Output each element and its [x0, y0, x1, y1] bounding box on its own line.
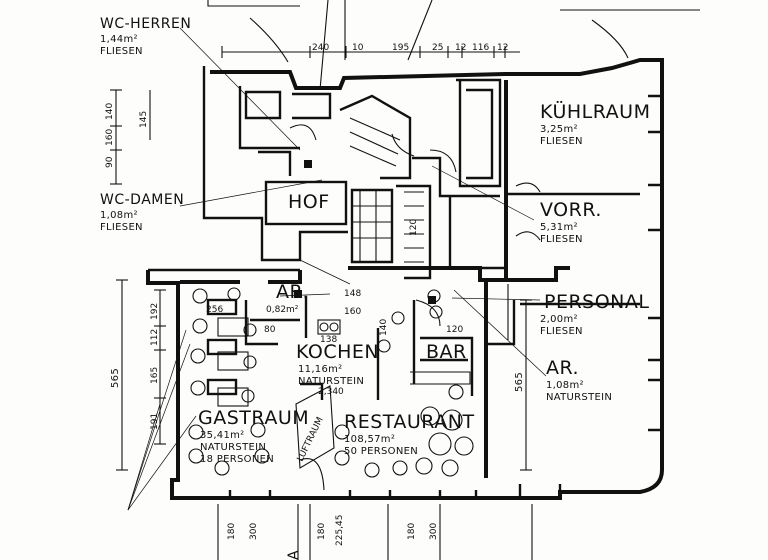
dim-top-1: 10 — [352, 43, 364, 53]
kuehlraum-area: 3,25m² — [540, 124, 578, 135]
dim-top-2: 195 — [392, 43, 409, 53]
gastraum-persons: 18 PERSONEN — [200, 454, 274, 465]
section-mark-a: A — [286, 550, 302, 560]
wc-damen-floor: FLIESEN — [100, 222, 143, 233]
dim-top-3: 25 — [432, 43, 443, 53]
dim-left-lower-0: 192 — [150, 303, 160, 320]
interior-walls — [180, 78, 640, 478]
dim-inner-8: 2,340 — [318, 387, 344, 397]
wc-herren-name: WC-HERREN — [100, 16, 191, 32]
personal-name: PERSONAL — [544, 291, 649, 313]
dim-left-upper-0: 140 — [105, 103, 115, 120]
dim-left-upper-1: 145 — [139, 111, 149, 128]
dim-bottom-1: 300 — [249, 523, 259, 540]
dim-top-5: 116 — [472, 43, 489, 53]
luftraum-outline — [295, 385, 335, 469]
dim-left-lower-2: 165 — [150, 367, 160, 384]
vorr-name: VORR. — [540, 199, 602, 221]
dim-top-6: 12 — [497, 43, 508, 53]
dim-inner-1: 80 — [264, 325, 276, 335]
dim-top-0: 240 — [312, 43, 329, 53]
top-dimension-line: 240 10 195 25 12 116 12 — [221, 43, 520, 58]
kochen-area: 11,16m² — [298, 364, 342, 375]
personal-floor: FLIESEN — [540, 326, 583, 337]
kochen-name: KOCHEN — [296, 341, 379, 363]
vorr-area: 5,31m² — [540, 222, 578, 233]
dim-inner-6: 120 — [446, 325, 463, 335]
wc-damen-name: WC-DAMEN — [100, 192, 184, 208]
bar-label: BAR — [426, 341, 467, 363]
room-labels: WC-HERREN 1,44m² FLIESEN WC-DAMEN 1,08m²… — [100, 16, 650, 465]
hof-label: HOF — [288, 191, 330, 213]
dim-bottom-4: 180 — [407, 523, 417, 540]
ar-right-floor: NATURSTEIN — [546, 392, 612, 403]
dim-left-upper-3: 160 — [105, 129, 115, 146]
kochen-floor: NATURSTEIN — [298, 376, 364, 387]
gastraum-area: 35,41m² — [200, 430, 244, 441]
ar-right-name: AR. — [546, 357, 579, 379]
bottom-dimension-lines: 180 300 180 225,45 180 300 A — [217, 504, 533, 560]
kuehlraum-floor: FLIESEN — [540, 136, 583, 147]
restaurant-area: 108,57m² — [344, 434, 395, 445]
dim-left-lower-3: 565 — [110, 368, 121, 388]
dim-left-lower-1: 112 — [150, 329, 160, 346]
wc-damen-area: 1,08m² — [100, 210, 138, 221]
exterior-walls — [146, 58, 664, 500]
door-swings — [289, 124, 541, 491]
vorr-floor: FLIESEN — [540, 234, 583, 245]
restaurant-persons: 50 PERSONEN — [344, 446, 418, 457]
personal-area: 2,00m² — [540, 314, 578, 325]
wc-herren-area: 1,44m² — [100, 34, 138, 45]
dim-bottom-0: 180 — [227, 523, 237, 540]
wc-herren-floor: FLIESEN — [100, 46, 143, 57]
dim-bottom-5: 300 — [429, 523, 439, 540]
dim-inner-4: 138 — [320, 335, 337, 345]
restaurant-name: RESTAURANT — [344, 411, 475, 433]
ar-right-area: 1,08m² — [546, 380, 584, 391]
gastraum-floor: NATURSTEIN — [200, 442, 266, 453]
dim-inner-3: 148 — [344, 289, 361, 299]
dim-inner-2: 160 — [344, 307, 361, 317]
ar-left-area: 0,82m² — [266, 305, 299, 315]
right-dimension-lines: 565 — [507, 284, 532, 471]
dim-inner-5: 140 — [379, 319, 389, 336]
furniture-tables — [188, 160, 474, 478]
ar-left-name: AR. — [276, 281, 309, 303]
inner-dimensions: 256 80 160 148 138 140 120 120 2,340 — [206, 219, 463, 397]
kuehlraum-name: KÜHLRAUM — [540, 100, 650, 123]
dim-left-lower-4: 191 — [150, 413, 160, 430]
top-boundary — [207, 0, 700, 91]
dim-inner-0: 256 — [206, 305, 223, 315]
dim-top-4: 12 — [455, 43, 466, 53]
dim-inner-7: 120 — [409, 219, 419, 236]
dim-left-upper-2: 90 — [105, 156, 115, 168]
dim-right-0: 565 — [514, 372, 525, 392]
dim-bottom-2: 180 — [317, 523, 327, 540]
gastraum-name: GASTRAUM — [198, 407, 309, 429]
left-dimension-lines: 140 145 90 160 192 112 165 565 191 — [105, 89, 166, 471]
dim-bottom-3: 225,45 — [335, 515, 345, 547]
